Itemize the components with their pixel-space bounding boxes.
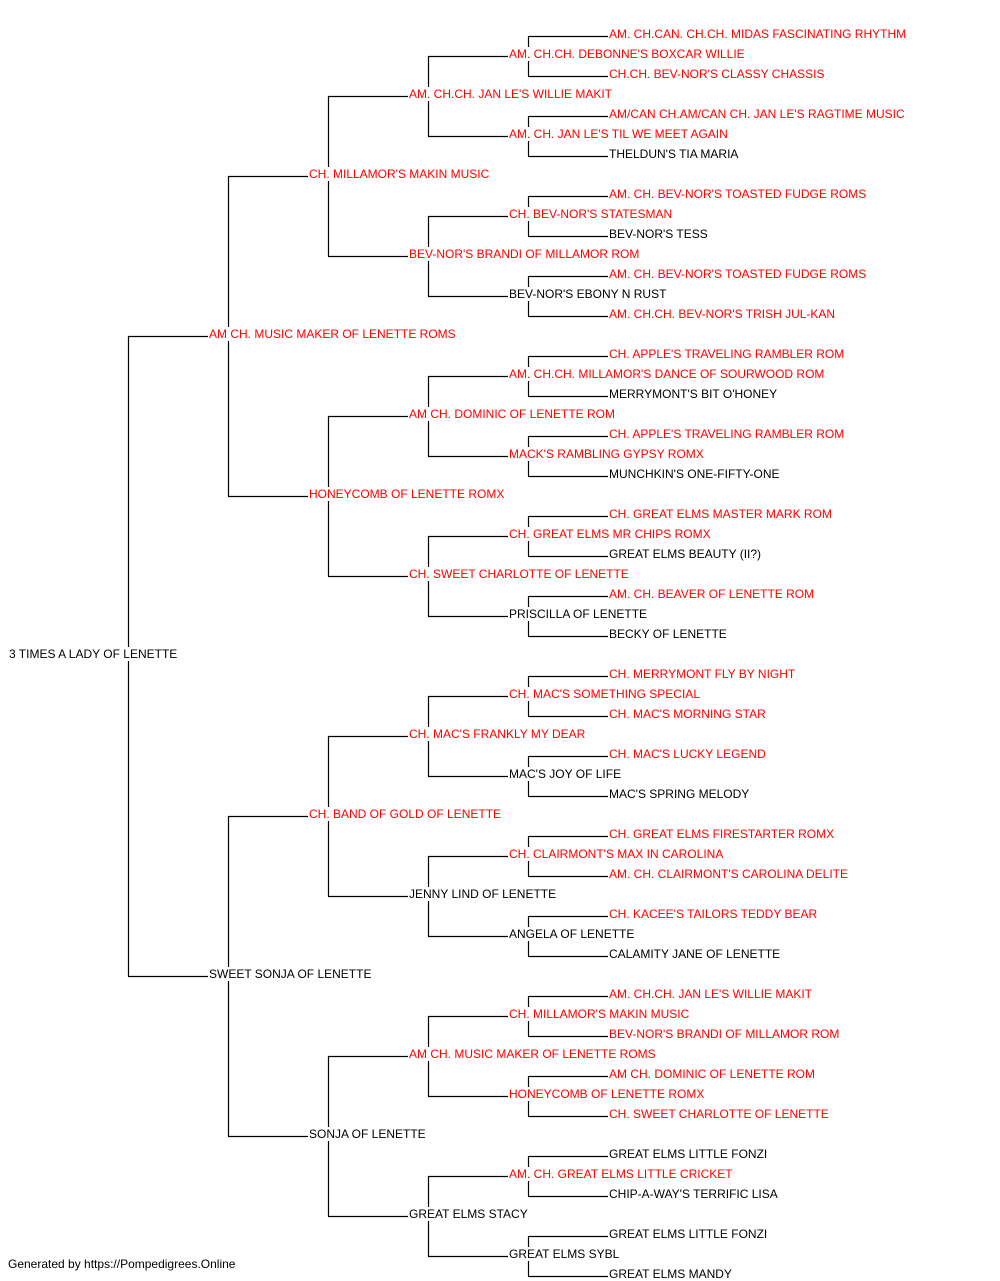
dam-name-gen3[interactable]: JENNY LIND OF LENETTE xyxy=(408,887,558,901)
sire-name-gen5[interactable]: AM. CH.CAN. CH.CH. MIDAS FASCINATING RHY… xyxy=(608,27,908,41)
sire-name-gen5[interactable]: AM. CH. BEV-NOR'S TOASTED FUDGE ROMS xyxy=(608,267,868,281)
dam-name-gen5[interactable]: BEV-NOR'S TESS xyxy=(608,227,709,241)
sire-name-gen5[interactable]: CH. APPLE'S TRAVELING RAMBLER ROM xyxy=(608,347,846,361)
sire-name-gen4[interactable]: CH. MAC'S SOMETHING SPECIAL xyxy=(508,687,701,701)
sire-name-gen5[interactable]: CH. GREAT ELMS FIRESTARTER ROMX xyxy=(608,827,836,841)
dam-name-gen5[interactable]: BEV-NOR'S BRANDI OF MILLAMOR ROM xyxy=(608,1027,841,1041)
dam-name-gen4[interactable]: BEV-NOR'S EBONY N RUST xyxy=(508,287,668,301)
sire-name-gen5[interactable]: GREAT ELMS LITTLE FONZI xyxy=(608,1147,769,1161)
dam-name-gen3[interactable]: CH. SWEET CHARLOTTE OF LENETTE xyxy=(408,567,630,581)
dam-name-gen4[interactable]: PRISCILLA OF LENETTE xyxy=(508,607,649,621)
dam-name-gen5[interactable]: CALAMITY JANE OF LENETTE xyxy=(608,947,782,961)
sire-name-gen3[interactable]: AM CH. DOMINIC OF LENETTE ROM xyxy=(408,407,617,421)
dam-name-gen5[interactable]: GREAT ELMS BEAUTY (II?) xyxy=(608,547,763,561)
sire-name-gen4[interactable]: AM. CH. GREAT ELMS LITTLE CRICKET xyxy=(508,1167,734,1181)
dam-name-gen5[interactable]: BECKY OF LENETTE xyxy=(608,627,728,641)
dam-name-gen5[interactable]: CH. MAC'S MORNING STAR xyxy=(608,707,767,721)
dam-name-gen5[interactable]: CHIP-A-WAY'S TERRIFIC LISA xyxy=(608,1187,779,1201)
subject-name-gen0[interactable]: 3 TIMES A LADY OF LENETTE xyxy=(8,647,179,661)
sire-name-gen3[interactable]: AM CH. MUSIC MAKER OF LENETTE ROMS xyxy=(408,1047,657,1061)
sire-name-gen3[interactable]: AM. CH.CH. JAN LE'S WILLIE MAKIT xyxy=(408,87,613,101)
sire-name-gen4[interactable]: CH. CLAIRMONT'S MAX IN CAROLINA xyxy=(508,847,725,861)
sire-name-gen5[interactable]: AM. CH. BEAVER OF LENETTE ROM xyxy=(608,587,816,601)
sire-name-gen5[interactable]: GREAT ELMS LITTLE FONZI xyxy=(608,1227,769,1241)
sire-name-gen5[interactable]: CH. MAC'S LUCKY LEGEND xyxy=(608,747,767,761)
dam-name-gen4[interactable]: HONEYCOMB OF LENETTE ROMX xyxy=(508,1087,706,1101)
sire-name-gen5[interactable]: CH. GREAT ELMS MASTER MARK ROM xyxy=(608,507,833,521)
sire-name-gen4[interactable]: CH. BEV-NOR'S STATESMAN xyxy=(508,207,674,221)
dam-name-gen4[interactable]: GREAT ELMS SYBL xyxy=(508,1247,621,1261)
sire-name-gen4[interactable]: AM. CH.CH. DEBONNE'S BOXCAR WILLIE xyxy=(508,47,746,61)
dam-name-gen2[interactable]: HONEYCOMB OF LENETTE ROMX xyxy=(308,487,506,501)
sire-name-gen5[interactable]: CH. KACEE'S TAILORS TEDDY BEAR xyxy=(608,907,819,921)
dam-name-gen2[interactable]: SONJA OF LENETTE xyxy=(308,1127,427,1141)
dam-name-gen5[interactable]: AM. CH. CLAIRMONT'S CAROLINA DELITE xyxy=(608,867,849,881)
sire-name-gen5[interactable]: AM. CH. BEV-NOR'S TOASTED FUDGE ROMS xyxy=(608,187,868,201)
sire-name-gen5[interactable]: AM. CH.CH. JAN LE'S WILLIE MAKIT xyxy=(608,987,813,1001)
dam-name-gen4[interactable]: ANGELA OF LENETTE xyxy=(508,927,636,941)
dam-name-gen5[interactable]: CH.CH. BEV-NOR'S CLASSY CHASSIS xyxy=(608,67,826,81)
sire-name-gen5[interactable]: CH. APPLE'S TRAVELING RAMBLER ROM xyxy=(608,427,846,441)
dam-name-gen5[interactable]: AM. CH.CH. BEV-NOR'S TRISH JUL-KAN xyxy=(608,307,837,321)
dam-name-gen1[interactable]: SWEET SONJA OF LENETTE xyxy=(208,967,373,981)
dam-name-gen4[interactable]: MAC'S JOY OF LIFE xyxy=(508,767,623,781)
footer-credit: Generated by https://Pompedigrees.Online xyxy=(8,1257,236,1271)
sire-name-gen3[interactable]: CH. MAC'S FRANKLY MY DEAR xyxy=(408,727,587,741)
sire-name-gen4[interactable]: CH. GREAT ELMS MR CHIPS ROMX xyxy=(508,527,712,541)
dam-name-gen4[interactable]: MACK'S RAMBLING GYPSY ROMX xyxy=(508,447,705,461)
dam-name-gen5[interactable]: MAC'S SPRING MELODY xyxy=(608,787,751,801)
sire-name-gen2[interactable]: CH. BAND OF GOLD OF LENETTE xyxy=(308,807,503,821)
sire-name-gen5[interactable]: AM CH. DOMINIC OF LENETTE ROM xyxy=(608,1067,817,1081)
sire-name-gen2[interactable]: CH. MILLAMOR'S MAKIN MUSIC xyxy=(308,167,491,181)
dam-name-gen4[interactable]: AM. CH. JAN LE'S TIL WE MEET AGAIN xyxy=(508,127,729,141)
sire-name-gen4[interactable]: AM. CH.CH. MILLAMOR'S DANCE OF SOURWOOD … xyxy=(508,367,826,381)
dam-name-gen5[interactable]: THELDUN'S TIA MARIA xyxy=(608,147,740,161)
dam-name-gen5[interactable]: MERRYMONT'S BIT O'HONEY xyxy=(608,387,779,401)
dam-name-gen3[interactable]: BEV-NOR'S BRANDI OF MILLAMOR ROM xyxy=(408,247,641,261)
sire-name-gen1[interactable]: AM CH. MUSIC MAKER OF LENETTE ROMS xyxy=(208,327,457,341)
dam-name-gen5[interactable]: CH. SWEET CHARLOTTE OF LENETTE xyxy=(608,1107,830,1121)
sire-name-gen5[interactable]: CH. MERRYMONT FLY BY NIGHT xyxy=(608,667,797,681)
dam-name-gen5[interactable]: GREAT ELMS MANDY xyxy=(608,1267,733,1281)
dam-name-gen3[interactable]: GREAT ELMS STACY xyxy=(408,1207,529,1221)
sire-name-gen4[interactable]: CH. MILLAMOR'S MAKIN MUSIC xyxy=(508,1007,691,1021)
dam-name-gen5[interactable]: MUNCHKIN'S ONE-FIFTY-ONE xyxy=(608,467,781,481)
sire-name-gen5[interactable]: AM/CAN CH.AM/CAN CH. JAN LE'S RAGTIME MU… xyxy=(608,107,906,121)
